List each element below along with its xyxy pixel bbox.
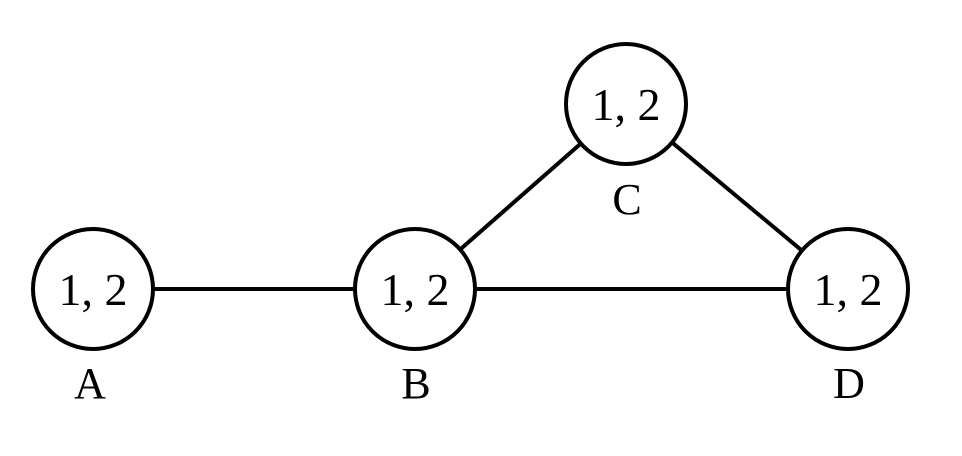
node-domain-label: 1, 2 bbox=[59, 264, 128, 315]
node-circle bbox=[564, 42, 688, 166]
node-d: 1, 2 D bbox=[786, 227, 910, 408]
node-b: 1, 2 B bbox=[353, 227, 477, 408]
node-a: 1, 2 A bbox=[31, 227, 155, 408]
node-name-label: B bbox=[401, 359, 430, 408]
edge-c-d bbox=[670, 140, 804, 253]
node-circle bbox=[353, 227, 477, 351]
node-c: 1, 2 C bbox=[564, 42, 688, 224]
node-circle bbox=[31, 227, 155, 351]
edges-layer bbox=[153, 140, 804, 291]
node-domain-label: 1, 2 bbox=[381, 264, 450, 315]
node-domain-label: 1, 2 bbox=[814, 264, 883, 315]
nodes-layer: 1, 2 A 1, 2 B 1, 2 C 1, 2 D bbox=[31, 42, 910, 408]
node-domain-label: 1, 2 bbox=[592, 79, 661, 130]
node-name-label: C bbox=[612, 175, 641, 224]
node-name-label: A bbox=[74, 359, 106, 408]
node-name-label: D bbox=[833, 359, 865, 408]
edge-b-c bbox=[458, 142, 583, 251]
node-circle bbox=[786, 227, 910, 351]
